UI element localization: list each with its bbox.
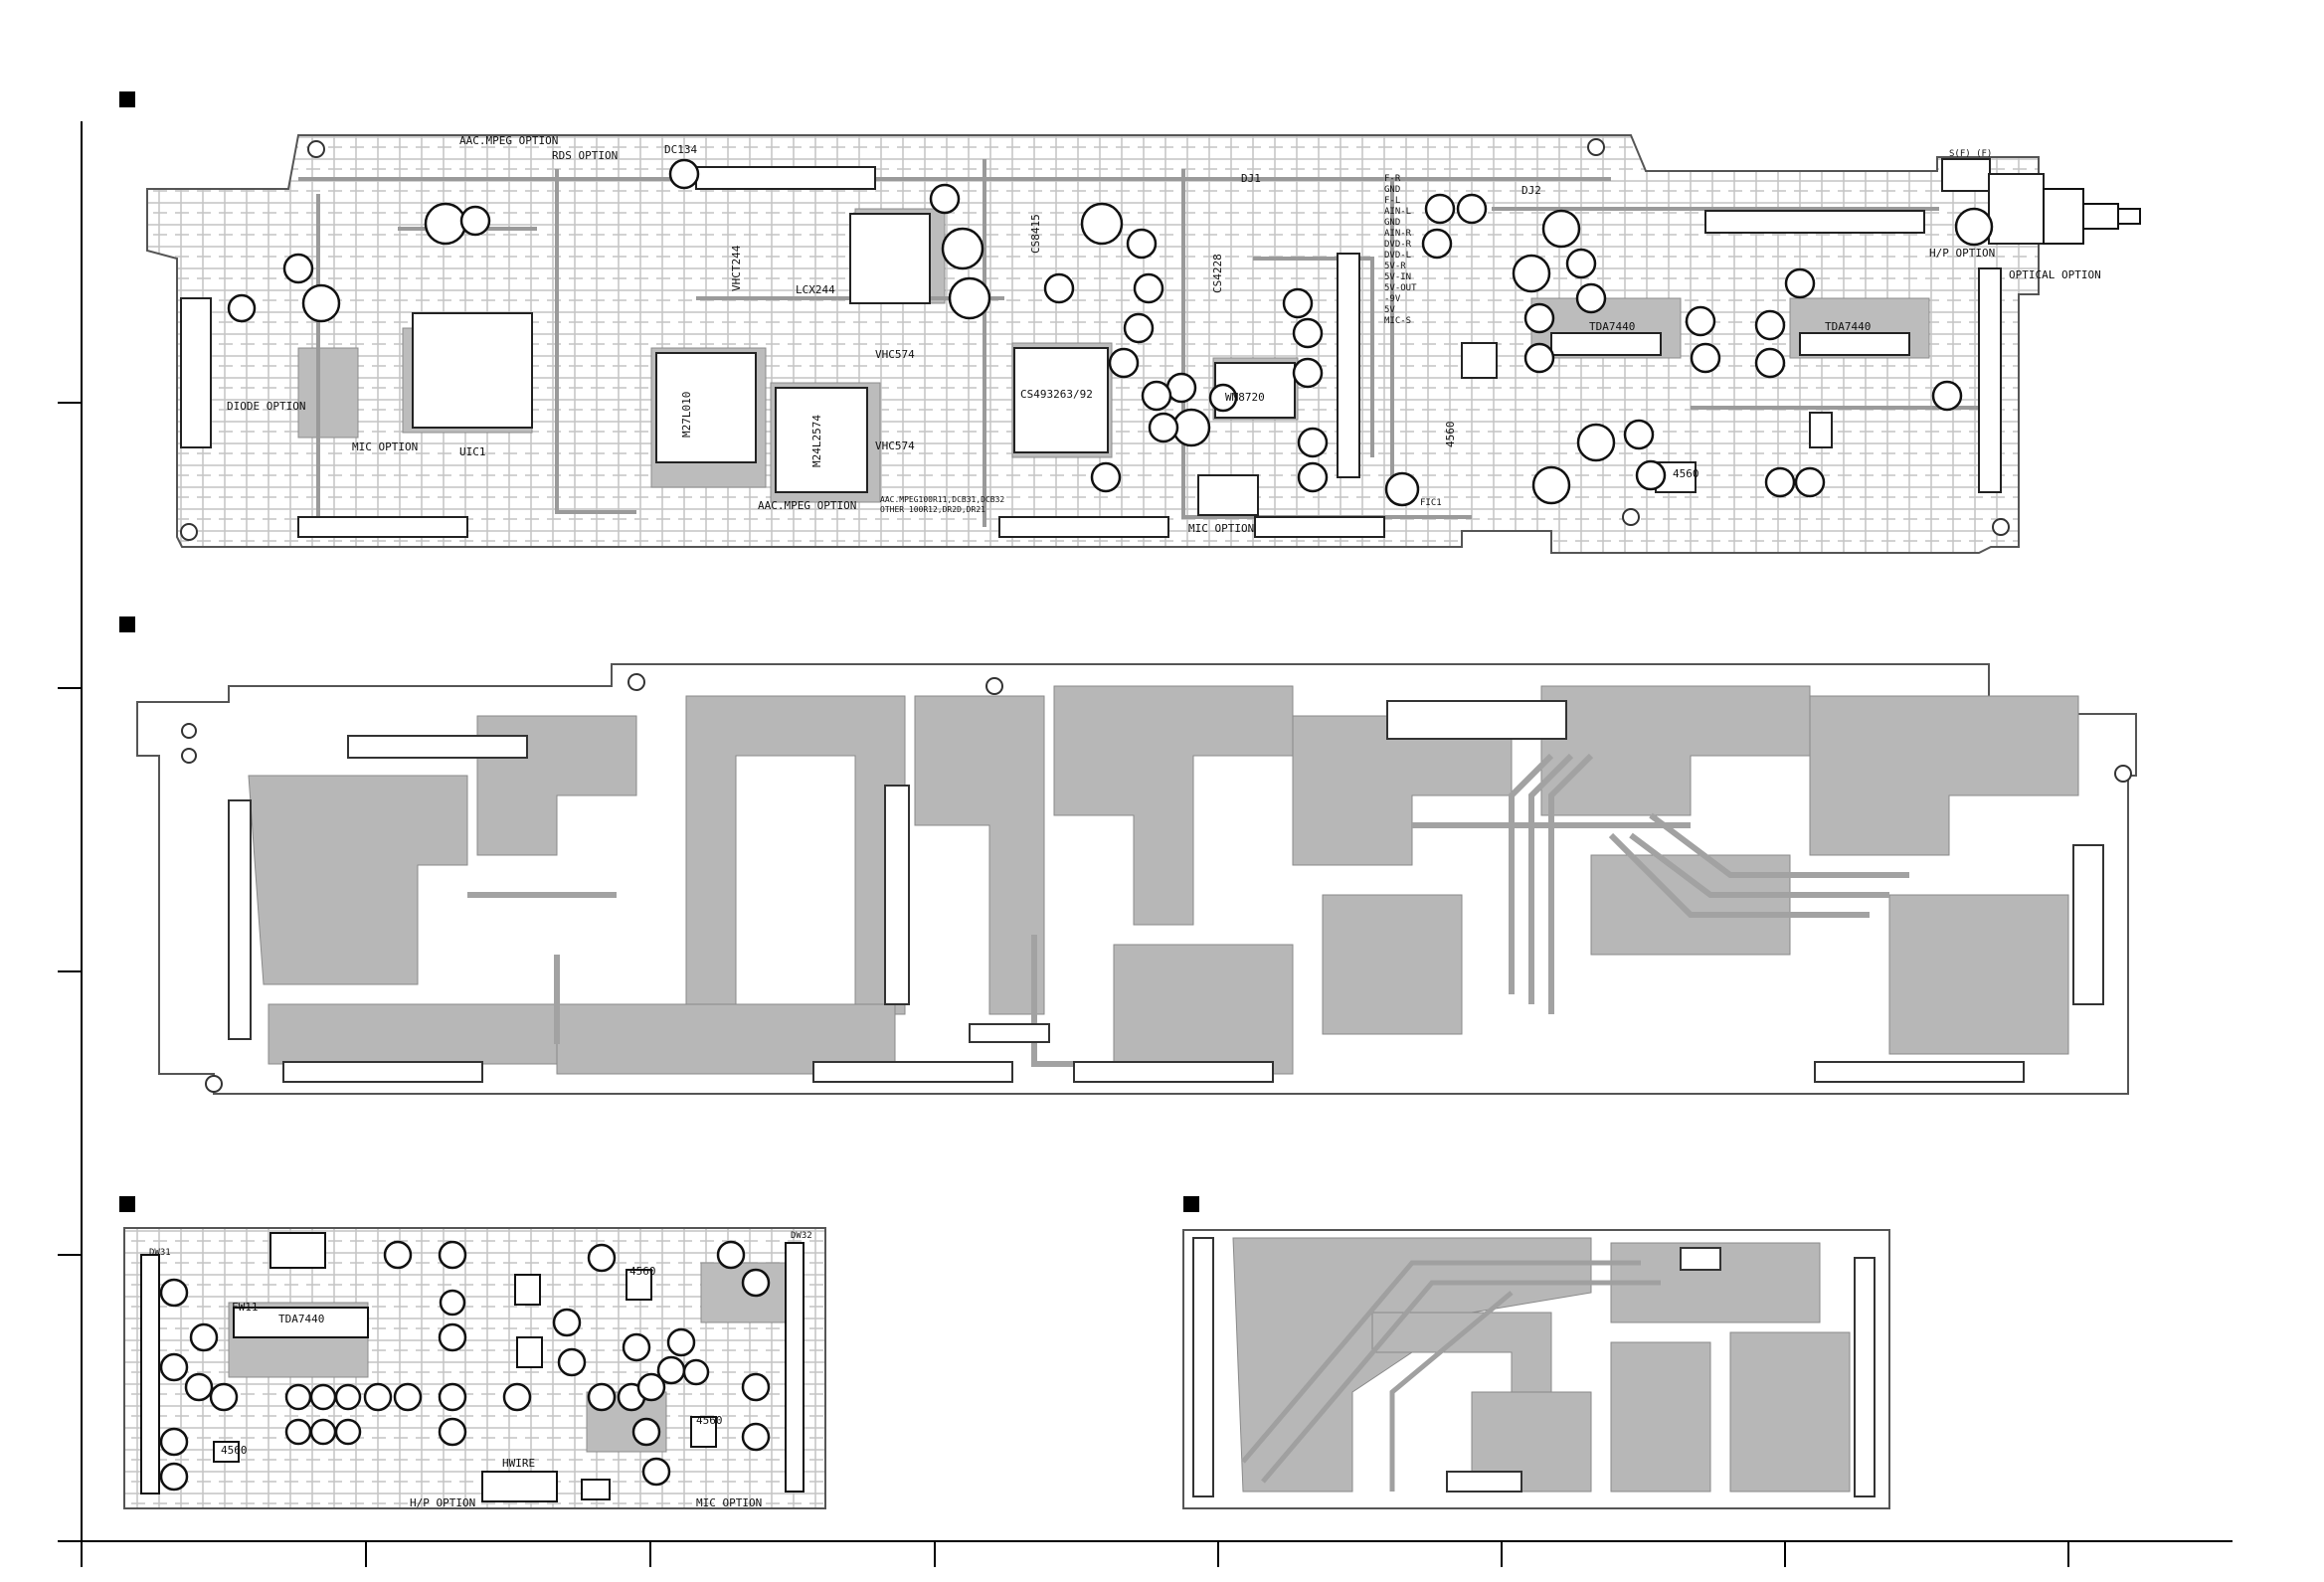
label-ic4560-b: 4560 [1673, 467, 1699, 480]
label-aac-mpeg-option-top: AAC.MPEG OPTION [459, 134, 558, 147]
label-spdif: S(F) (F) [1949, 149, 1992, 159]
pin-label: F-L [1384, 196, 1400, 206]
label-vhct244: VHCT244 [730, 245, 743, 291]
middle-board-holes [181, 673, 2132, 1093]
pin-label: GND [1384, 185, 1400, 195]
pin-label: AIN-L [1384, 207, 1411, 217]
pin-label: 5V [1384, 305, 1395, 315]
pin-label: GND [1384, 218, 1400, 228]
pin-label: 5V-IN [1384, 272, 1411, 282]
middle-board [136, 663, 2137, 1095]
pin-label: AIN-R [1384, 229, 1412, 239]
sheet-frame [58, 121, 2233, 1567]
label-mic-option-b: MIC OPTION [1188, 522, 1254, 535]
label-diode-option: DIODE OPTION [227, 400, 305, 413]
label-ic4560-a: 4560 [221, 1444, 248, 1457]
label-tda7440-b: TDA7440 [1825, 320, 1871, 333]
label-aac-mpeg-option-bottom: AAC.MPEG OPTION [758, 499, 856, 512]
label-dw31: DW31 [149, 1248, 171, 1258]
bottom-left-capacitors [159, 1240, 771, 1492]
label-rds-option: RDS OPTION [552, 149, 618, 162]
label-vhc574-b: VHC574 [875, 439, 915, 452]
section-marker-bottom-right [1183, 1196, 1199, 1212]
pin-label: F-R [1384, 174, 1401, 184]
pin-label: 5V-OUT [1384, 283, 1417, 293]
label-uic1: UIC1 [459, 445, 486, 458]
label-hp-option: H/P OPTION [410, 1496, 475, 1509]
bottom-right-traces [1241, 1260, 1661, 1492]
bottom-right-pad-rows [1192, 1237, 1876, 1497]
label-hp-option: H/P OPTION [1929, 247, 1995, 260]
label-fw11: FW11 [232, 1301, 259, 1314]
label-dc134: DC134 [664, 143, 697, 156]
label-other-note: OTHER 100R12,DR2D,DR21 [880, 505, 985, 514]
label-cs8415: CS8415 [1029, 214, 1042, 254]
label-optical-option: OPTICAL OPTION [2009, 268, 2101, 281]
label-wm8720: WM8720 [1225, 391, 1265, 404]
label-ic4560-c: 4560 [696, 1414, 723, 1427]
section-marker-middle [119, 616, 135, 632]
label-tda7440: TDA7440 [278, 1313, 324, 1325]
section-marker-bottom-left [119, 1196, 135, 1212]
bottom-left-board: TDA7440 FW11 HWIRE H/P OPTION MIC OPTION… [123, 1227, 826, 1509]
label-m27l010: M27L010 [680, 392, 693, 438]
bottom-left-components [140, 1232, 804, 1502]
label-mic-option: MIC OPTION [696, 1496, 762, 1509]
label-mic-option-a: MIC OPTION [352, 440, 418, 453]
bottom-left-labels: TDA7440 FW11 HWIRE H/P OPTION MIC OPTION… [149, 1231, 812, 1509]
top-board-labels: AAC.MPEG OPTION RDS OPTION DC134 DJ1 DJ2… [227, 134, 2101, 535]
label-ic4560-a: 4560 [1444, 422, 1457, 448]
top-board-capacitors [227, 158, 1994, 507]
label-dj2: DJ2 [1521, 184, 1541, 197]
label-cs4228: CS4228 [1211, 254, 1224, 293]
top-board-pin-labels: F-R GND F-L AIN-L GND AIN-R DVD-R DVD-L … [1384, 174, 1417, 326]
label-m24l2574: M24L2574 [810, 415, 823, 467]
label-vhc574-a: VHC574 [875, 348, 915, 361]
pin-label: DVD-R [1384, 240, 1412, 250]
pin-label: DVD-L [1384, 251, 1411, 261]
label-aac-note: AAC.MPEG100R11,DCB31,DCB32 [880, 495, 1004, 504]
label-lcx244: LCX244 [796, 283, 835, 296]
label-fic1: FIC1 [1420, 498, 1442, 508]
pin-label: 5V-R [1384, 262, 1406, 271]
label-ic4560-b: 4560 [629, 1265, 656, 1278]
top-board: AAC.MPEG OPTION RDS OPTION DC134 DJ1 DJ2… [146, 134, 2141, 554]
optical-jack [2043, 188, 2141, 245]
top-board-holes [180, 138, 2010, 541]
middle-board-copper [248, 685, 2079, 1075]
middle-board-pad-rows [228, 700, 2104, 1083]
pin-label: MIC-S [1384, 316, 1411, 326]
label-dj1: DJ1 [1241, 172, 1261, 185]
label-cs493263: CS493263/92 [1020, 388, 1093, 401]
pin-label: -9V [1384, 294, 1401, 304]
label-hwire: HWIRE [502, 1457, 535, 1470]
middle-board-traces [467, 753, 1909, 1067]
section-marker-top [119, 91, 135, 107]
top-board-connectors [180, 158, 2045, 538]
bottom-right-board [1182, 1229, 1890, 1509]
label-tda7440-a: TDA7440 [1589, 320, 1635, 333]
label-dw32: DW32 [791, 1231, 812, 1241]
